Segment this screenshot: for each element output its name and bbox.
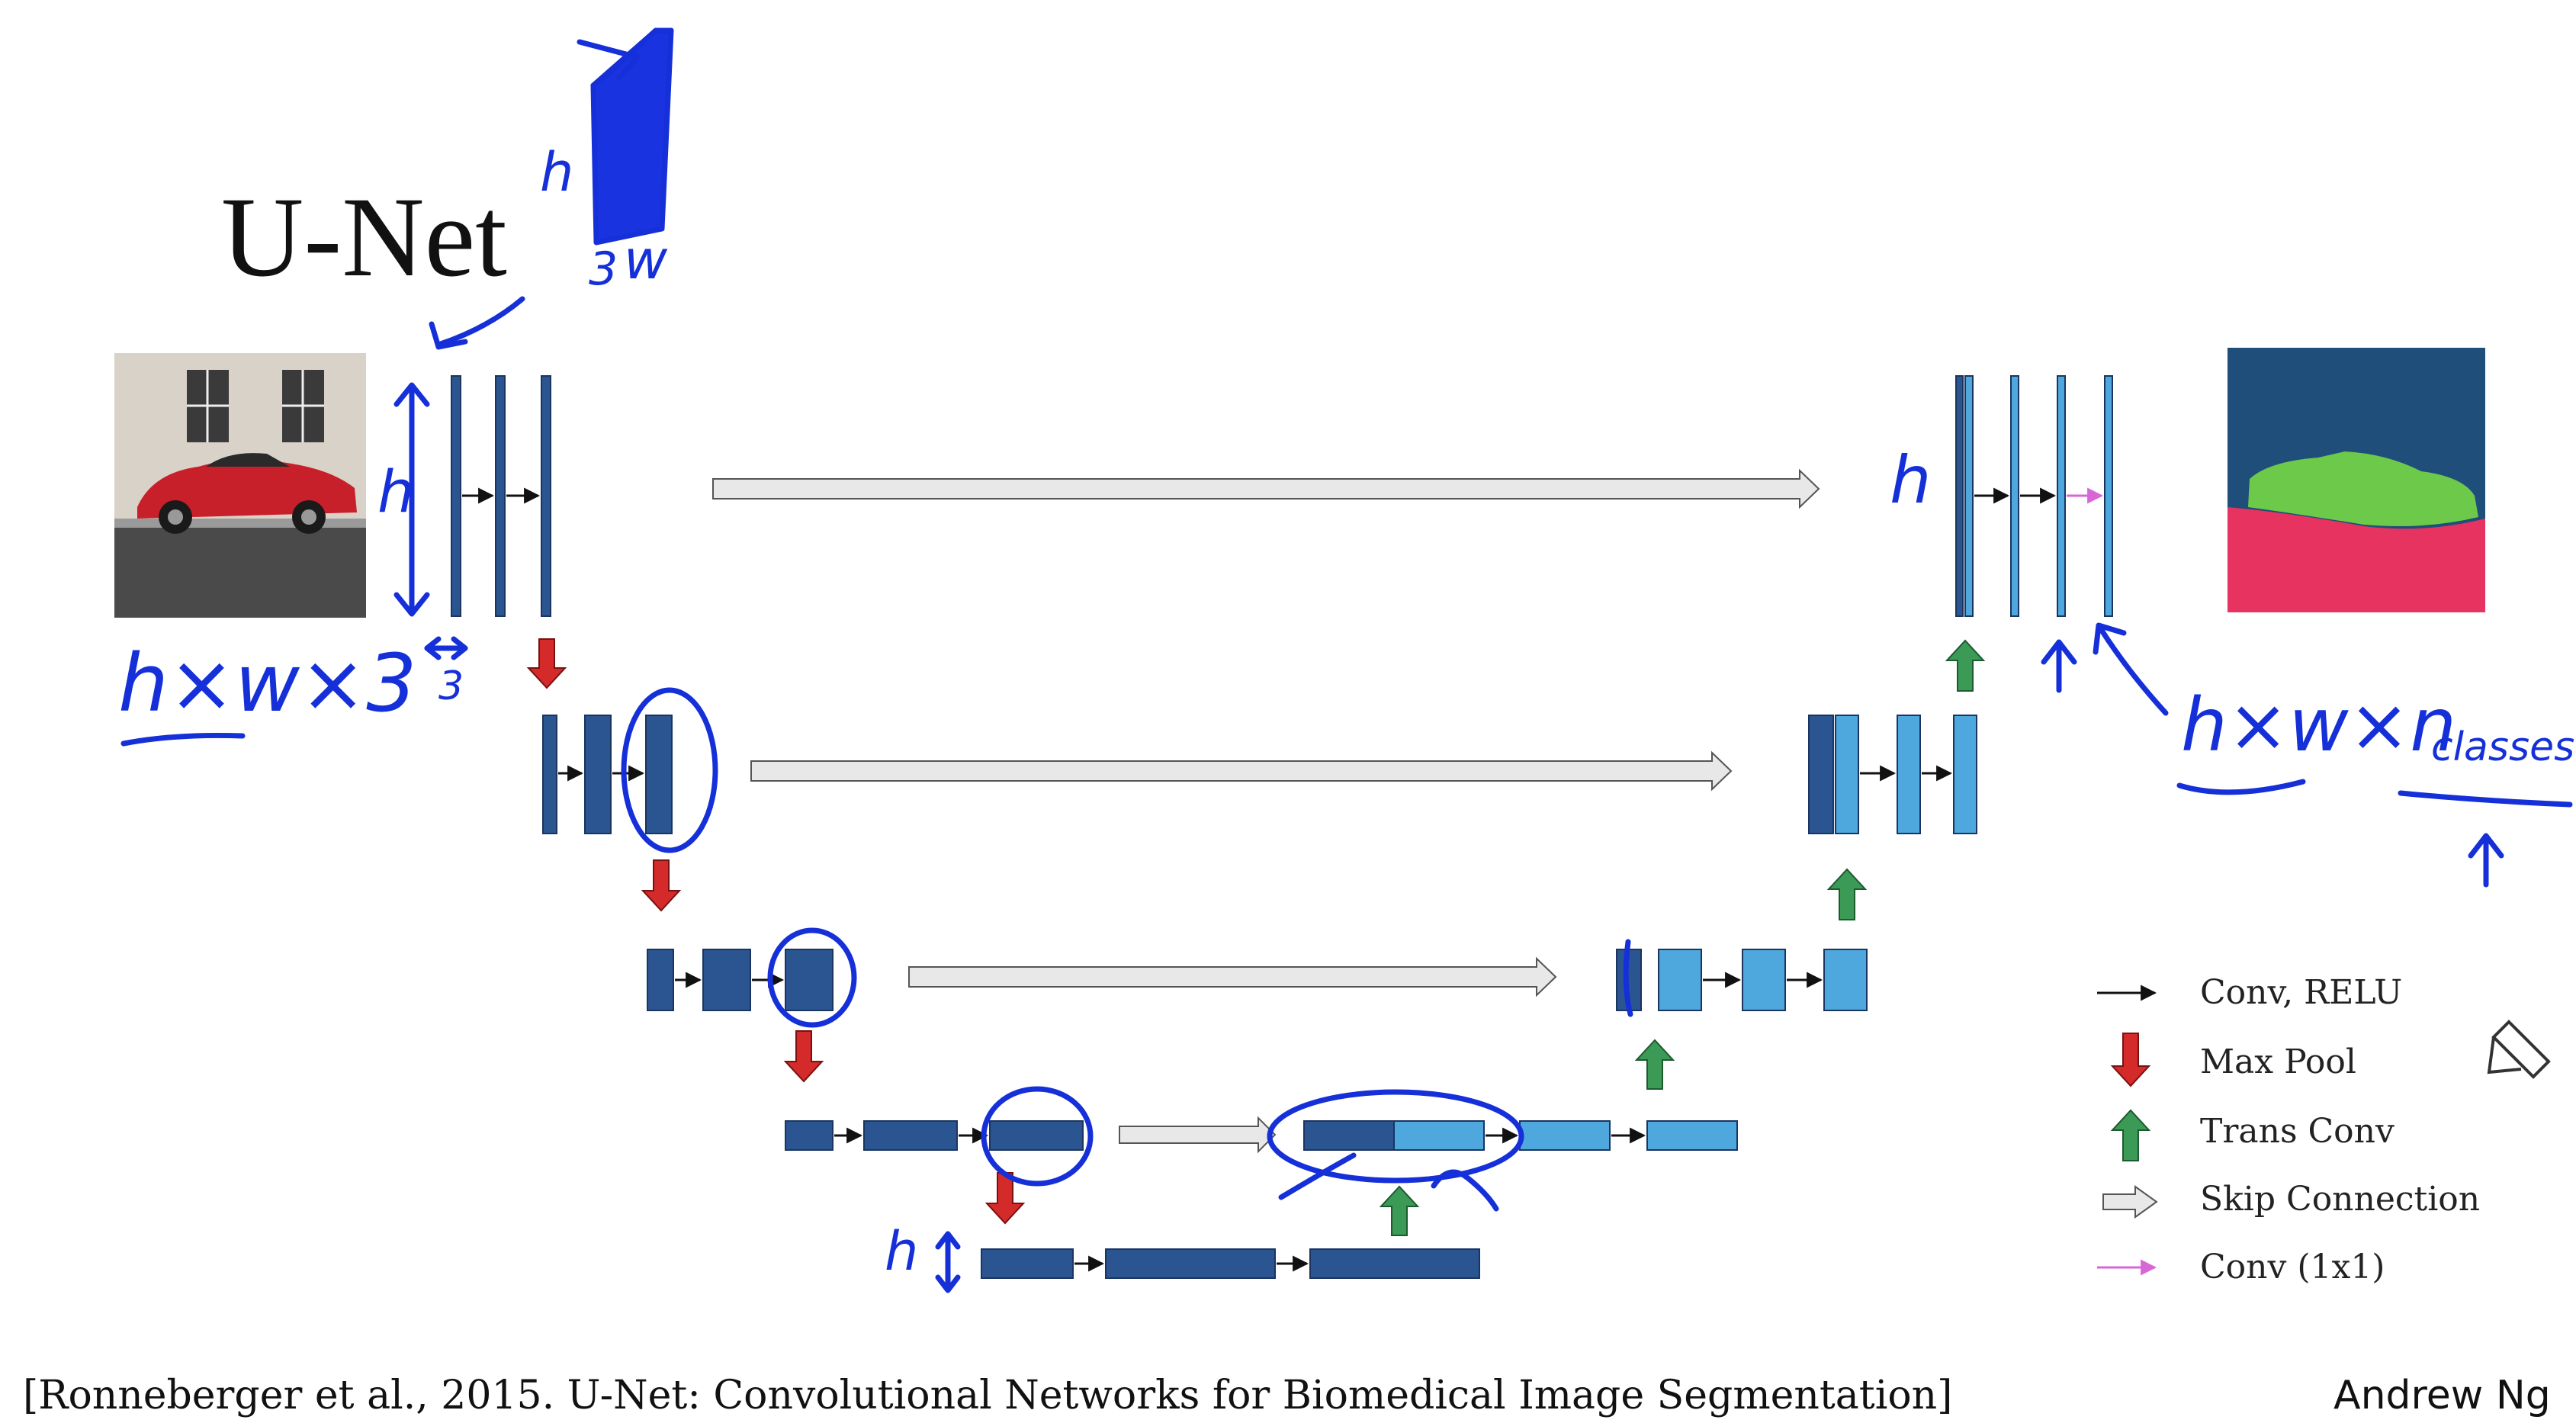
- transconv-arrows: [1379, 639, 1986, 1236]
- red-down-arrow-icon: [2110, 1033, 2151, 1087]
- author-name: Andrew Ng: [2333, 1373, 2551, 1418]
- three-label-input: 3: [438, 663, 464, 709]
- pencil-icon[interactable]: [2487, 1020, 2551, 1079]
- output-segmentation: [2228, 348, 2485, 612]
- maxpool-arrows: [526, 638, 1026, 1225]
- input-image: [114, 353, 366, 618]
- gray-skip-arrow-icon: [2102, 1185, 2158, 1219]
- legend-skip-connection: Skip Connection: [2200, 1180, 2481, 1219]
- legend-icons: [2097, 985, 2158, 1276]
- citation: [Ronneberger et al., 2015. U-Net: Convol…: [23, 1373, 1953, 1418]
- input-shape-label: h×w×3: [118, 637, 417, 730]
- h-label-input: h: [377, 458, 415, 525]
- output-shape-label: h×w×n: [2181, 683, 2457, 768]
- legend-max-pool: Max Pool: [2200, 1042, 2356, 1081]
- decoder-blocks: [1393, 375, 2113, 1151]
- legend-conv-1x1: Conv (1x1): [2200, 1248, 2385, 1286]
- h-label-block: h: [540, 141, 574, 204]
- green-up-arrow-icon: [2110, 1109, 2151, 1161]
- page-title: U-Net: [221, 174, 507, 300]
- h-label-output: h: [1890, 442, 1932, 519]
- legend-trans-conv: Trans Conv: [2200, 1112, 2395, 1151]
- output-shape-sub: classes: [2431, 724, 2575, 770]
- encoder-blocks: [451, 375, 1964, 1279]
- skip-connections: [712, 468, 1820, 1154]
- h-label-bottom: h: [885, 1220, 919, 1283]
- three-label-block: 3: [589, 243, 618, 296]
- ink-annotations: [120, 27, 2573, 1293]
- legend-conv-relu: Conv, RELU: [2200, 973, 2403, 1012]
- w-label-block: w: [624, 229, 668, 291]
